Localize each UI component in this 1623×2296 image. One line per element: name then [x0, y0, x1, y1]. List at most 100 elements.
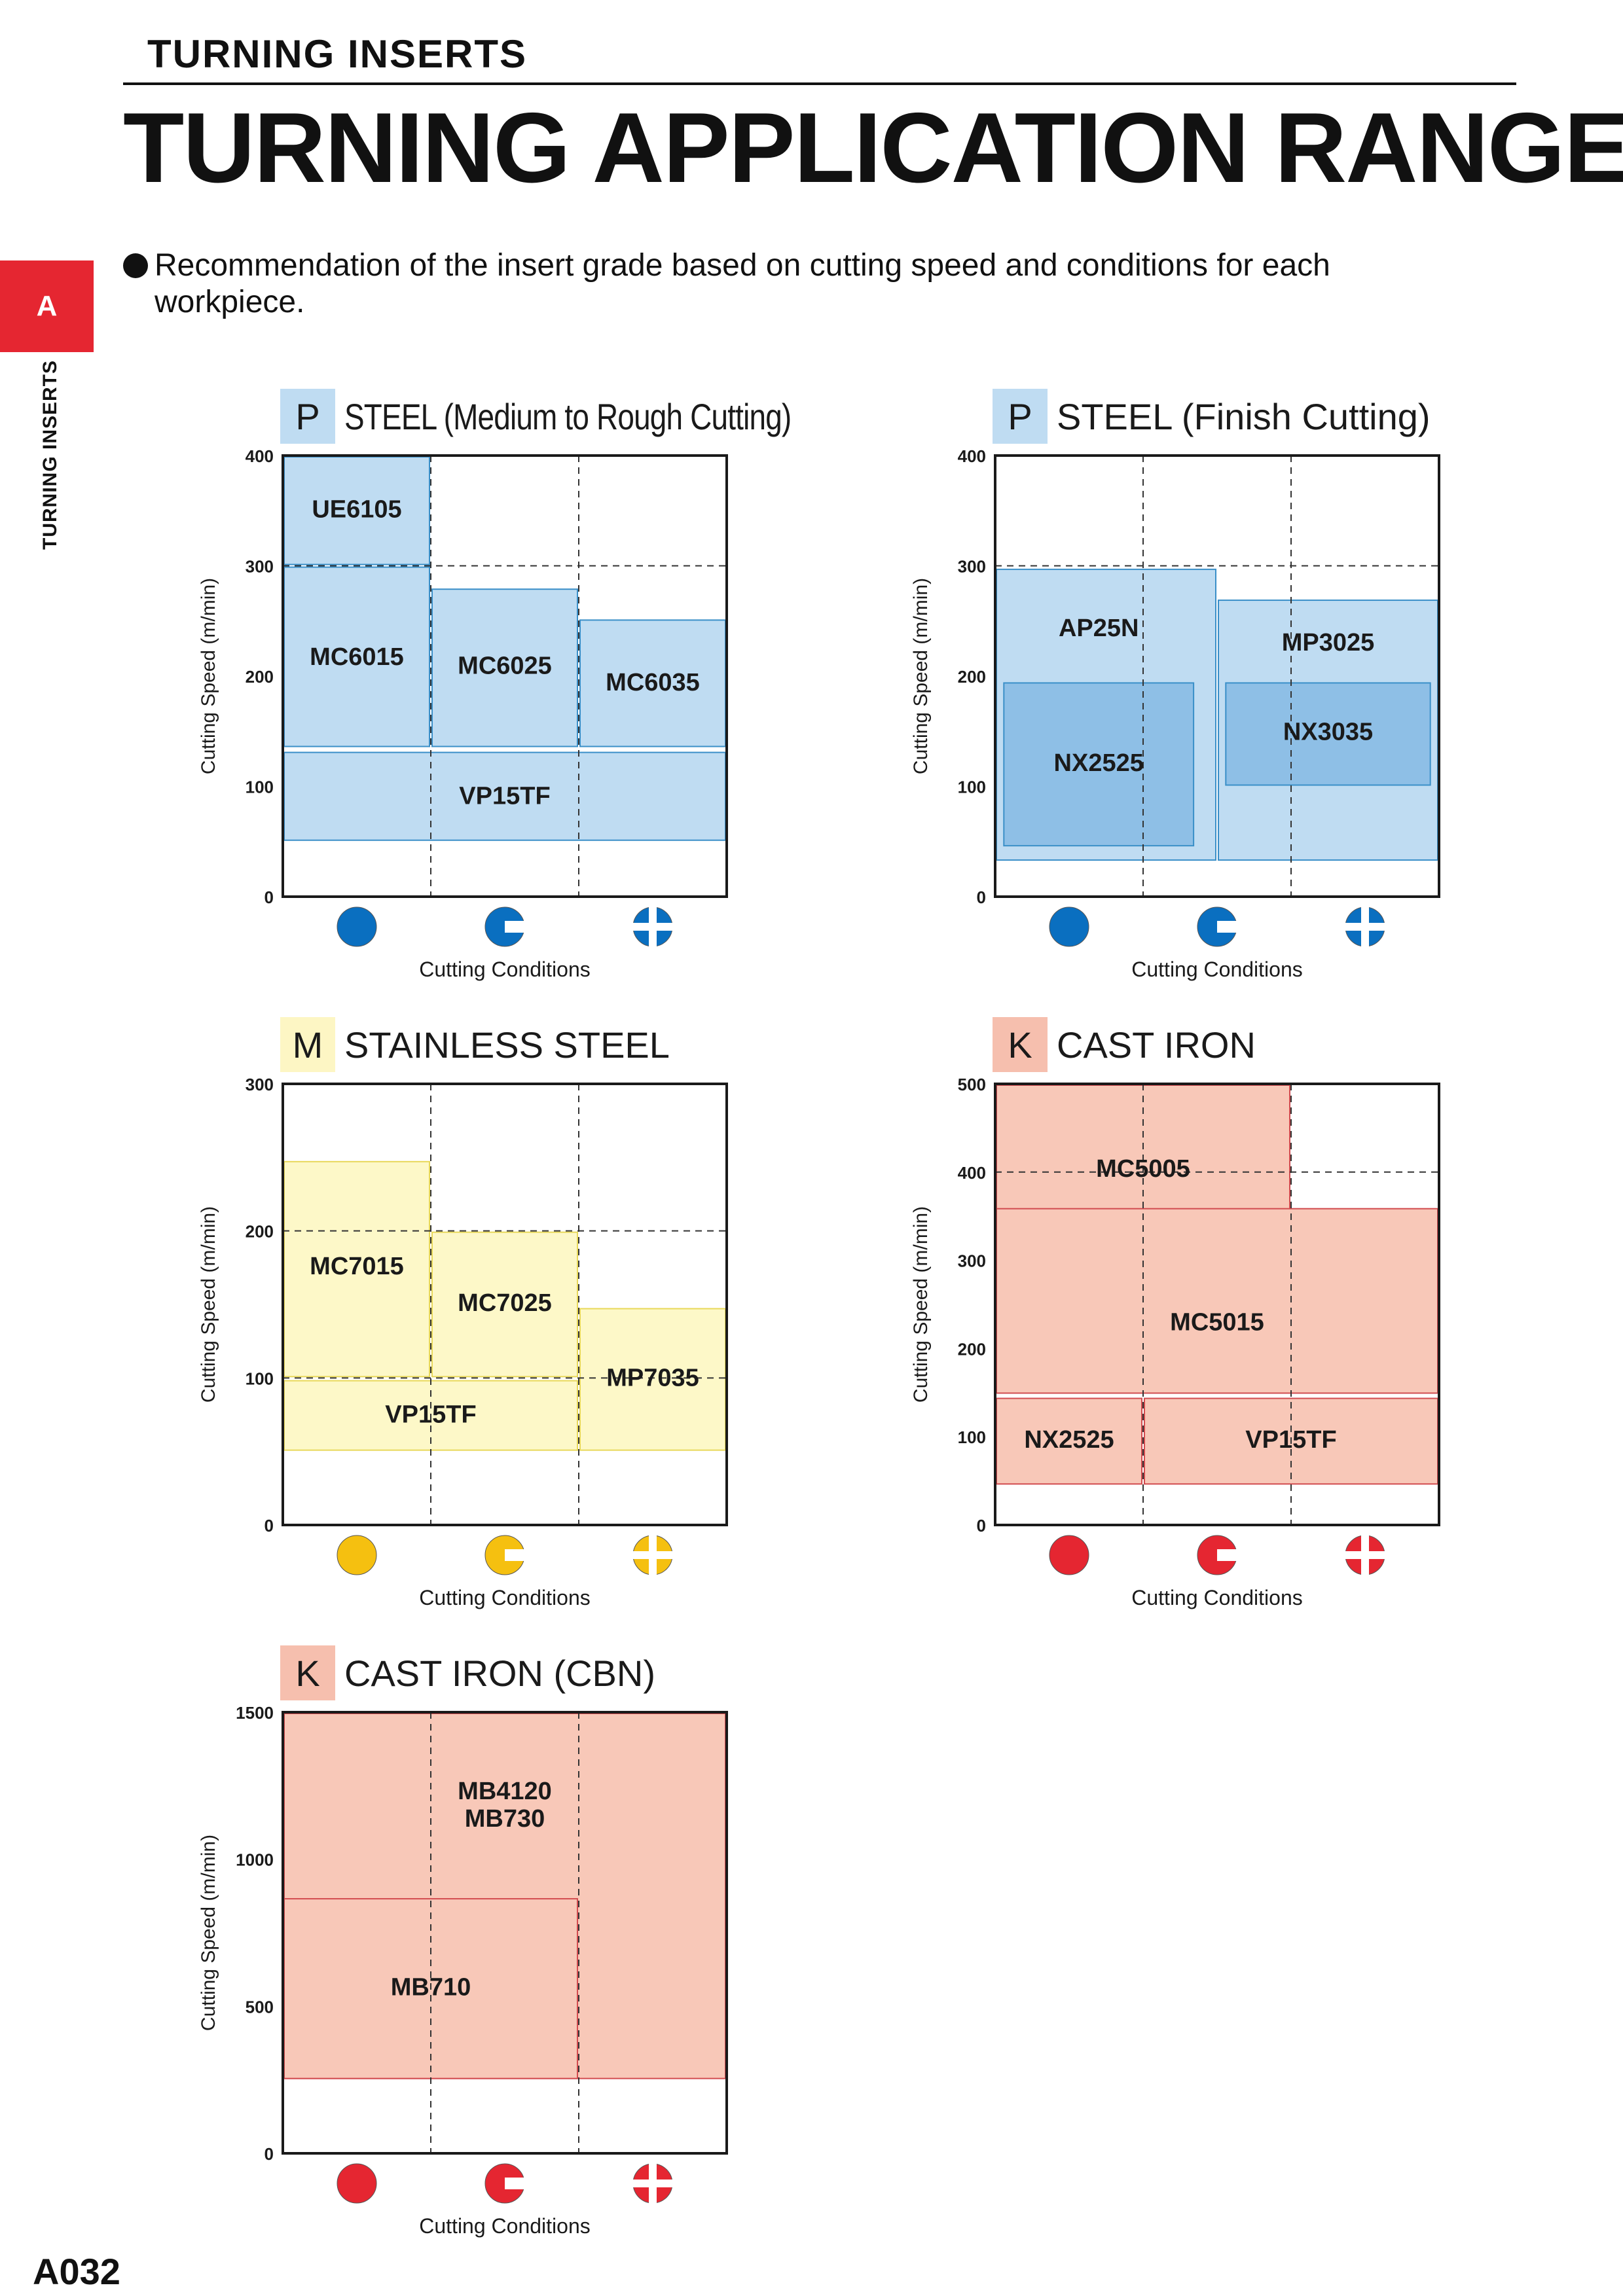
- condition-heavy-interrupted-icon-slot-v: [1361, 1534, 1369, 1576]
- grade-region-mc6035[interactable]: [579, 619, 726, 747]
- grade-label: MC5015: [1170, 1309, 1264, 1336]
- chart-title-steel-finish: P STEEL (Finish Cutting): [993, 389, 1431, 444]
- grade-label-line: NX3035: [1283, 719, 1373, 746]
- grade-label-line: VP15TF: [459, 782, 550, 810]
- grade-label-line: NX2525: [1024, 1426, 1114, 1454]
- y-tick-label: 100: [958, 1427, 986, 1447]
- grade-label: MC6025: [458, 653, 552, 680]
- y-tick-label: 400: [958, 446, 986, 466]
- grade-label: VP15TF: [1245, 1426, 1336, 1454]
- grade-region-nx2525[interactable]: [996, 1397, 1142, 1485]
- y-tick-label: 200: [958, 1339, 986, 1359]
- y-tick-label: 300: [246, 1075, 274, 1094]
- grade-region-mc7025[interactable]: [431, 1231, 578, 1378]
- grade-region-mc6015[interactable]: [283, 566, 430, 747]
- plot-frame: [282, 454, 728, 898]
- grade-region-nx3035[interactable]: [1225, 682, 1431, 786]
- grade-region-mp7035[interactable]: [579, 1308, 726, 1451]
- page-number: A032: [33, 2251, 120, 2292]
- grade-region-vp15tf[interactable]: [283, 751, 726, 841]
- grade-label-line: MP7035: [606, 1365, 699, 1392]
- y-tick-label: 500: [246, 1997, 274, 2017]
- condition-heavy-interrupted-icon: [1344, 1534, 1386, 1576]
- y-tick-label: 1500: [236, 1703, 274, 1723]
- grade-label-line: AP25N: [1059, 615, 1139, 642]
- x-axis-label: Cutting Conditions: [419, 2214, 590, 2238]
- condition-light-interrupted-icon: [484, 2163, 526, 2204]
- x-axis-label: Cutting Conditions: [1131, 1586, 1302, 1609]
- grade-label: NX2525: [1054, 749, 1144, 777]
- grade-label-line: MC5005: [1096, 1155, 1190, 1183]
- condition-continuous-icon-disc: [1049, 1535, 1089, 1575]
- y-axis-label: Cutting Speed (m/min): [198, 1206, 219, 1403]
- grade-label: MC5005: [1096, 1155, 1190, 1183]
- y-axis-label: Cutting Speed (m/min): [198, 578, 219, 774]
- section-heading: TURNING INSERTS: [147, 32, 528, 76]
- y-tick-label: 200: [246, 1222, 274, 1242]
- intro-line-2: workpiece.: [155, 285, 305, 319]
- condition-light-interrupted-icon-notch: [505, 1549, 526, 1561]
- section-tab[interactable]: A: [0, 260, 94, 352]
- condition-heavy-interrupted-icon-slot-v: [649, 906, 657, 948]
- grade-region-mc7015[interactable]: [283, 1160, 430, 1378]
- grade-label-line: NX2525: [1054, 749, 1144, 777]
- y-tick-label: 300: [958, 1251, 986, 1271]
- plot-frame: [994, 1083, 1440, 1526]
- grade-label: MB710: [391, 1973, 471, 2001]
- grade-region-mc5015[interactable]: [996, 1208, 1438, 1394]
- chart-title-text: STEEL (Finish Cutting): [1057, 395, 1431, 437]
- grade-label: MC7025: [458, 1289, 552, 1317]
- grade-region-nx2525[interactable]: [1003, 682, 1195, 847]
- condition-continuous-icon-disc: [337, 1535, 377, 1575]
- grade-region-mc6025[interactable]: [431, 588, 578, 747]
- y-tick-label: 400: [958, 1163, 986, 1183]
- y-tick-label: 500: [958, 1075, 986, 1094]
- condition-heavy-interrupted-icon-slot-v: [649, 1534, 657, 1576]
- intro-text: Recommendation of the insert grade based…: [123, 247, 1330, 321]
- y-tick-label: 0: [977, 888, 986, 907]
- condition-heavy-interrupted-icon: [632, 1534, 674, 1576]
- grade-label-line: MB710: [391, 1973, 471, 2001]
- iso-badge-k: K: [280, 1645, 335, 1700]
- y-tick-label: 400: [246, 446, 274, 466]
- iso-badge-m: M: [280, 1017, 335, 1072]
- grade-label-line: UE6105: [312, 495, 401, 523]
- y-tick-label: 0: [977, 1516, 986, 1535]
- grade-label: MC6035: [606, 669, 700, 696]
- condition-continuous-icon: [337, 1535, 377, 1575]
- y-tick-label: 1000: [236, 1850, 274, 1870]
- condition-heavy-interrupted-icon: [632, 906, 674, 948]
- grade-label: NX3035: [1283, 719, 1373, 746]
- grade-label: MC6015: [310, 643, 404, 671]
- y-axis-label: Cutting Speed (m/min): [910, 1206, 932, 1403]
- chart-title-stainless: M STAINLESS STEEL: [280, 1017, 670, 1072]
- chart-title-cast-iron-cbn: K CAST IRON (CBN): [280, 1645, 655, 1700]
- y-tick-label: 300: [246, 557, 274, 577]
- condition-continuous-icon-disc: [337, 906, 377, 947]
- grade-label-line: MP3025: [1282, 629, 1375, 656]
- y-axis-label: Cutting Speed (m/min): [910, 578, 932, 774]
- y-tick-label: 0: [264, 2144, 274, 2164]
- condition-light-interrupted-icon-notch: [1217, 921, 1238, 933]
- section-tab-letter: A: [36, 290, 58, 322]
- grade-label: VP15TF: [385, 1401, 476, 1429]
- grade-label: VP15TF: [459, 782, 550, 810]
- header-divider: [123, 82, 1516, 85]
- condition-light-interrupted-icon: [484, 906, 526, 947]
- chart-title-text: STAINLESS STEEL: [344, 1024, 670, 1066]
- y-tick-label: 100: [246, 1369, 274, 1388]
- x-axis-label: Cutting Conditions: [1131, 958, 1302, 981]
- grade-label-line: VP15TF: [1245, 1426, 1336, 1454]
- y-tick-label: 0: [264, 888, 274, 907]
- grade-label: NX2525: [1024, 1426, 1114, 1454]
- chart-stainless: MC7015MC7025MP7035VP15TF0100200300Cuttin…: [198, 1075, 728, 1609]
- condition-heavy-interrupted-icon-slot-v: [649, 2162, 657, 2204]
- grade-label-line: MB4120: [458, 1778, 552, 1805]
- condition-heavy-interrupted-icon: [1344, 906, 1386, 948]
- y-axis-label: Cutting Speed (m/min): [198, 1835, 219, 2031]
- plot-frame: [994, 454, 1440, 898]
- chart-title-text: STEEL (Medium to Rough Cutting): [344, 395, 792, 437]
